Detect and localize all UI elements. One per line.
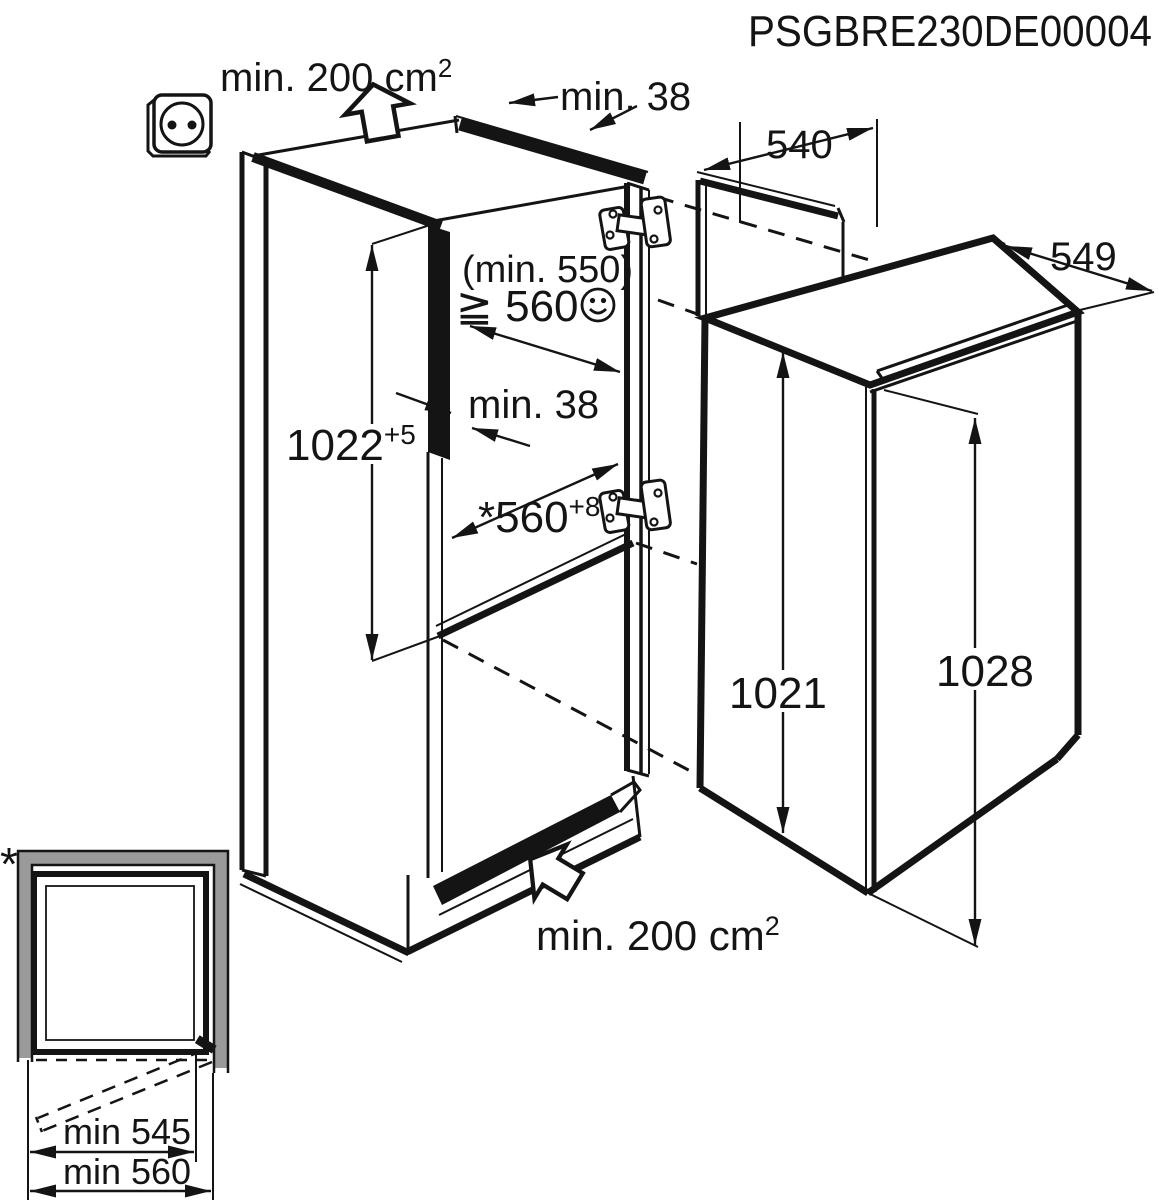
label-backing <box>726 670 828 712</box>
label-1022: 1022+5 <box>286 419 416 470</box>
label-549: 549 <box>1050 235 1117 279</box>
interior-shadow <box>428 225 450 460</box>
label-1028: 1028 <box>936 647 1034 696</box>
appliance-drawing <box>694 234 1085 948</box>
label-1022-sup: +5 <box>384 419 416 450</box>
hinge-top-icon <box>598 195 672 251</box>
label-min550: (min. 550) <box>462 249 633 291</box>
label-560-depth: ≧ 560 <box>456 282 579 331</box>
smiley-icon <box>580 287 616 323</box>
dimension-lines <box>365 93 1155 662</box>
label-vent-bottom-base: min. 200 cm <box>536 912 765 959</box>
label-min545: min 545 <box>63 1111 191 1152</box>
label-vent-top-sup: 2 <box>438 53 452 83</box>
label-1021: 1021 <box>729 669 827 718</box>
label-vent-bottom-sup: 2 <box>765 911 780 941</box>
label-1022-base: 1022 <box>286 421 384 470</box>
label-560-width: *560+8 <box>478 491 600 542</box>
label-560-width-sup: +8 <box>569 491 601 522</box>
vent-arrow-top-icon <box>338 81 417 144</box>
label-540: 540 <box>766 123 833 167</box>
inset-footnote-marker: * <box>0 838 18 890</box>
arrow-560-depth <box>469 324 621 374</box>
label-min38-side: min. 38 <box>468 383 599 427</box>
hidden-edges <box>442 195 877 776</box>
label-vent-top: min. 200 cm2 <box>220 53 452 100</box>
arrow-560-width <box>451 462 619 540</box>
arrow-540 <box>703 126 874 172</box>
label-560-width-base: *560 <box>478 493 569 542</box>
product-code: PSGBRE230DE00004 <box>748 7 1152 56</box>
vent-slot <box>433 795 620 905</box>
labels: PSGBRE230DE00004 min. 200 cm2 min. 38 54… <box>220 7 1152 959</box>
label-vent-top-base: min. 200 cm <box>220 56 438 100</box>
arrow-549 <box>1005 244 1153 293</box>
niche-drawing <box>239 115 846 963</box>
label-min560: min 560 <box>63 1151 191 1192</box>
label-backing <box>932 648 1034 690</box>
label-min38-top: min. 38 <box>560 75 691 119</box>
hinge-bottom-icon <box>598 478 672 534</box>
label-backing <box>284 424 418 464</box>
top-view-inset: * min 545 min 560 <box>0 838 230 1200</box>
vent-arrow-bottom-icon <box>527 840 586 905</box>
label-vent-bottom: min. 200 cm2 <box>536 911 780 959</box>
power-socket-icon <box>146 93 213 158</box>
inset-hinge-pivot <box>194 1035 217 1054</box>
inset-appliance-outline <box>31 871 209 1055</box>
